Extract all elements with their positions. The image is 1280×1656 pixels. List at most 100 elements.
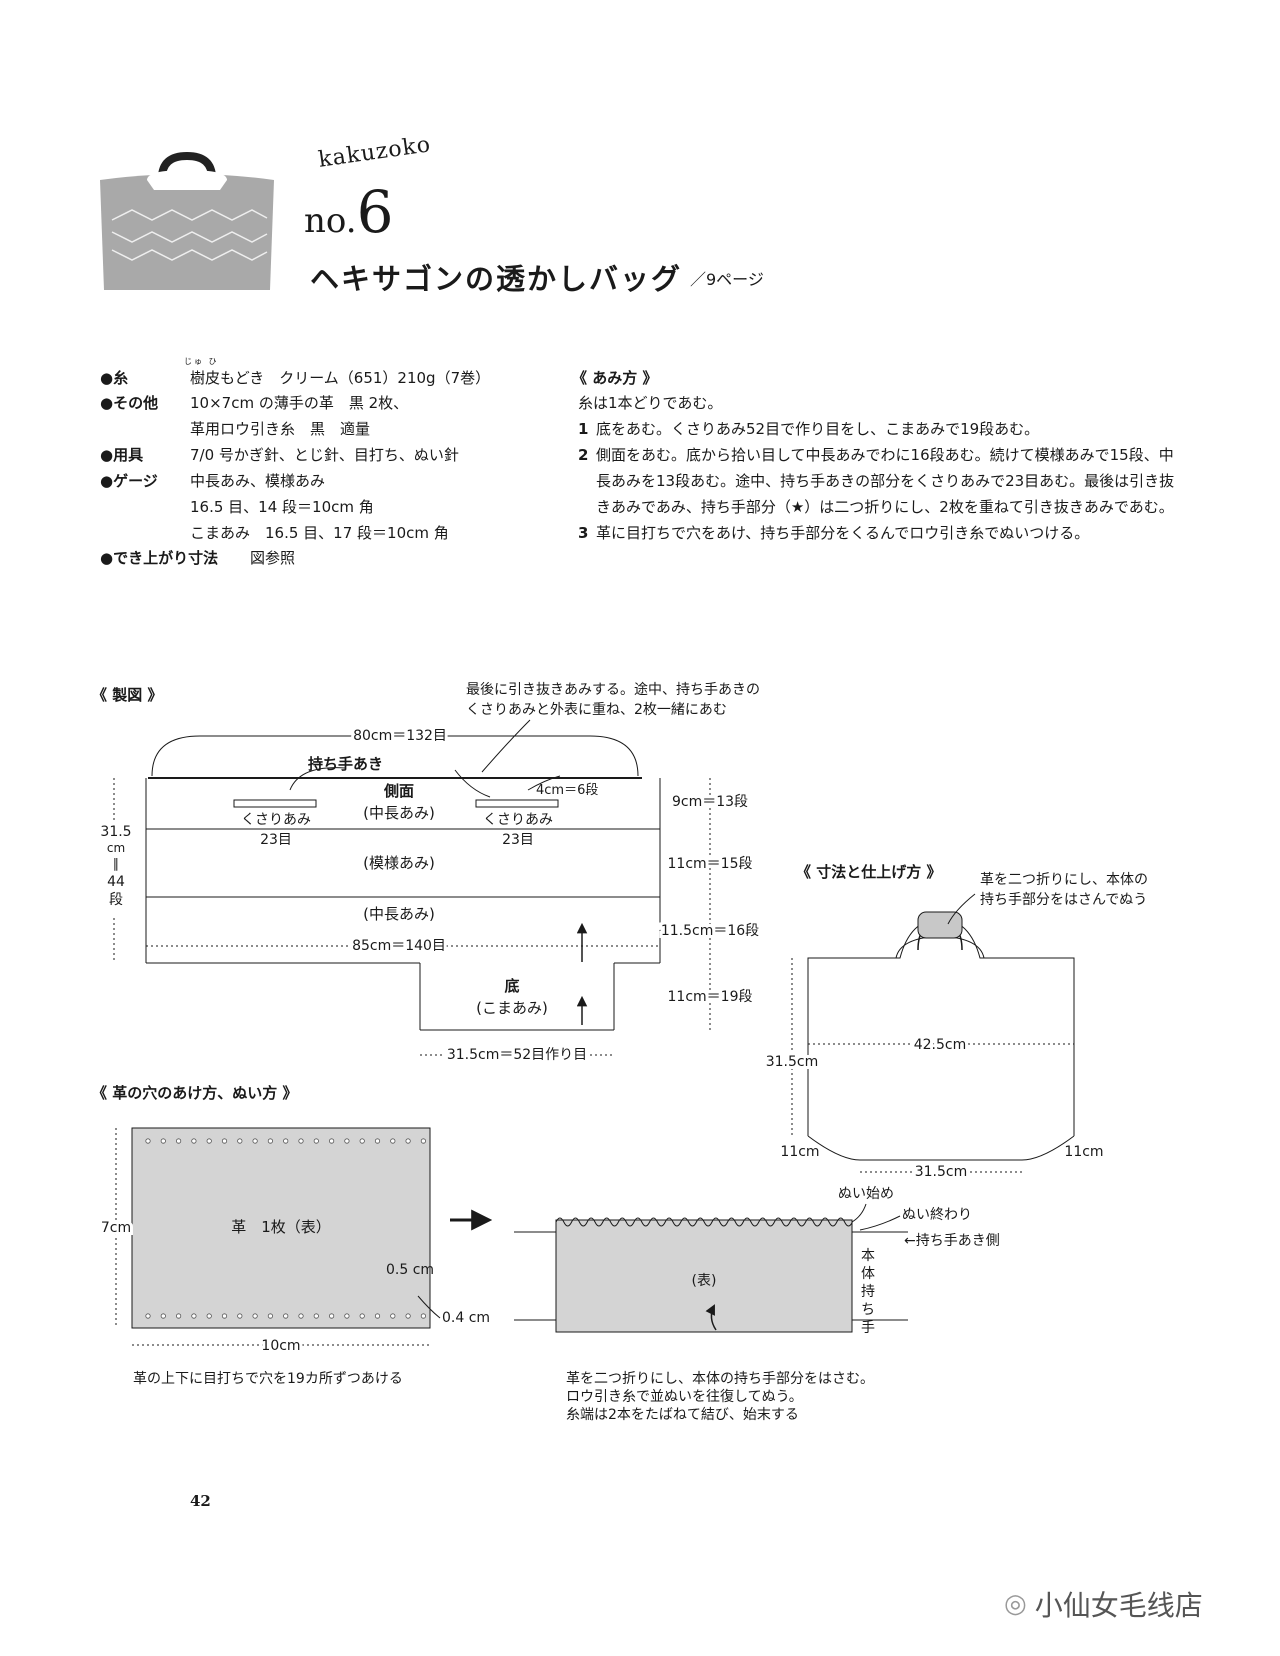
vertical-label-char: 本 xyxy=(861,1248,875,1264)
left-height-value: 31.5 xyxy=(100,824,131,840)
leather-hole xyxy=(359,1313,365,1319)
leather-hole xyxy=(328,1313,335,1319)
gusset-left: 11cm xyxy=(780,1144,819,1160)
right-dim-3: 11.5cm＝16段 xyxy=(661,923,759,939)
base-label: 底 xyxy=(504,977,519,995)
leather-hole xyxy=(420,1313,426,1319)
sew-end-leader xyxy=(859,1215,901,1231)
leather-hole xyxy=(328,1138,335,1144)
page-number: 42 xyxy=(190,1492,211,1510)
bottom-width-label: 85cm＝140目 xyxy=(352,938,446,954)
spec-label-yarn: ●糸 xyxy=(100,369,129,387)
spec-value-gauge-2: 16.5 目、14 段＝10cm 角 xyxy=(190,498,374,516)
leather-hole xyxy=(313,1313,319,1319)
leather-hole xyxy=(252,1138,258,1144)
side-label: 側面 xyxy=(383,782,414,800)
method-step: 2 側面をあむ。底から拾い目して中長あみでわに16段あむ。続けて模様あみで15段… xyxy=(578,442,1178,520)
leather-hole xyxy=(405,1313,411,1319)
sew-start-leader xyxy=(851,1203,867,1223)
step-number: 3 xyxy=(578,524,589,542)
left-height-unit: cm xyxy=(107,841,125,855)
leather-hole xyxy=(405,1138,411,1144)
four-cm-label: 4cm＝6段 xyxy=(536,783,598,798)
handle-opening-label: 持ち手あき xyxy=(308,755,383,773)
diagram1-note-2: くさりあみと外表に重ね、2枚一緒にあむ xyxy=(466,702,727,718)
gusset-right: 11cm xyxy=(1064,1144,1103,1160)
diagram2-note-2: 持ち手部分をはさんでぬう xyxy=(980,892,1147,908)
chat-icon: ◎ xyxy=(1004,1589,1027,1619)
left-height-rows-unit: 段 xyxy=(109,892,123,908)
diagram2-note-1: 革を二つ折りにし、本体の xyxy=(980,872,1148,888)
leather-hole xyxy=(145,1138,151,1144)
right-dim-4: 11cm＝19段 xyxy=(668,989,753,1005)
bag-photo-drawing xyxy=(100,151,274,290)
leather-label: 革 1枚（表） xyxy=(231,1218,331,1236)
top-width-label: 80cm＝132目 xyxy=(353,728,447,744)
vertical-label-char: ち xyxy=(861,1302,875,1318)
leather-hole xyxy=(221,1138,228,1144)
spec-value-size: 図参照 xyxy=(250,549,296,567)
margin-a: 0.5 cm xyxy=(386,1262,434,1278)
chain-right-count: 23目 xyxy=(502,832,534,848)
bag-photo xyxy=(92,150,282,295)
vertical-label-char: 持 xyxy=(861,1284,875,1300)
pattern-number: no.6 xyxy=(304,178,393,246)
chain-right-label: くさりあみ xyxy=(483,812,553,828)
vertical-label-char: 手 xyxy=(861,1320,875,1336)
finished-base: 31.5cm xyxy=(915,1164,968,1180)
spec-label-size: ●でき上がり寸法 xyxy=(100,549,219,567)
leather-piece xyxy=(131,1127,431,1329)
finished-bag xyxy=(807,911,1075,1161)
leather-hole xyxy=(160,1313,166,1319)
leather-hole xyxy=(206,1313,212,1319)
diagram3-title: 《 革の穴のあけ方、ぬい方 》 xyxy=(92,1084,297,1102)
step-text: 革に目打ちで穴をあけ、持ち手部分をくるんでロウ引き糸でぬいつける。 xyxy=(596,524,1090,542)
finished-height: 31.5cm xyxy=(766,1054,819,1070)
leather-hole xyxy=(344,1138,350,1144)
ruby-text: じゅ ひ xyxy=(184,357,219,366)
leather-hole xyxy=(206,1138,212,1144)
folded-caption-3: 糸端は2本をたばねて結び、始末する xyxy=(566,1407,799,1423)
leather-hole xyxy=(359,1138,365,1144)
diagram1-note-1: 最後に引き抜きあみする。途中、持ち手あきの xyxy=(466,681,760,698)
folded-leather xyxy=(514,1217,908,1333)
fold-arrow xyxy=(705,1304,717,1331)
watermark: ◎ 小仙女毛线店 xyxy=(1004,1584,1203,1624)
step-text: 底をあむ。くさりあみ52目で作り目をし、こまあみで19段あむ。 xyxy=(596,420,1040,438)
pattern-label: (模様あみ) xyxy=(363,854,435,872)
finished-width: 42.5cm xyxy=(914,1037,967,1053)
sew-start-label: ぬい始め xyxy=(838,1186,894,1202)
step-number: 1 xyxy=(578,420,589,438)
page-title: ヘキサゴンの透かしバッグ xyxy=(310,262,683,296)
diagram1-title: 《 製図 》 xyxy=(92,686,162,704)
chain-left-label: くさりあみ xyxy=(241,812,311,828)
leather-hole xyxy=(374,1138,381,1144)
leather-hole xyxy=(267,1313,273,1319)
page-ref: ／9ページ xyxy=(690,270,764,289)
spec-value-other-1: 10×7cm の薄手の革 黒 2枚、 xyxy=(190,394,409,412)
left-height-rows: 44 xyxy=(107,874,125,890)
method-step: 3 革に目打ちで穴をあけ、持ち手部分をくるんでロウ引き糸でぬいつける。 xyxy=(578,520,1178,546)
method-body: 糸は1本どりであむ。 1 底をあむ。くさりあみ52目で作り目をし、こまあみで19… xyxy=(578,390,1178,546)
vertical-label-char: 体 xyxy=(861,1266,875,1282)
handle-side-label: ←持ち手あき側 xyxy=(904,1233,1000,1249)
leather-hole xyxy=(160,1138,166,1144)
leather-hole xyxy=(237,1313,243,1319)
leather-hole xyxy=(267,1138,273,1144)
leather-hole xyxy=(191,1313,197,1319)
base-stitch-label: (こまあみ) xyxy=(476,999,548,1017)
lower-stitch-label: (中長あみ) xyxy=(363,905,435,923)
leather-hole xyxy=(390,1138,396,1144)
leather-hole xyxy=(221,1313,228,1319)
leather-caption: 革の上下に目打ちで穴を19カ所ずつあける xyxy=(133,1370,403,1387)
leather-hole xyxy=(420,1138,426,1144)
spec-label-tools: ●用具 xyxy=(100,446,144,464)
leather-width: 10cm xyxy=(261,1338,300,1354)
spec-label-gauge: ●ゲージ xyxy=(100,472,158,490)
leather-height: 7cm xyxy=(101,1220,131,1236)
chain-left-count: 23目 xyxy=(260,832,292,848)
leather-hole xyxy=(313,1138,319,1144)
leather-hole xyxy=(176,1138,182,1144)
left-height-eq: ∥ xyxy=(113,857,120,872)
